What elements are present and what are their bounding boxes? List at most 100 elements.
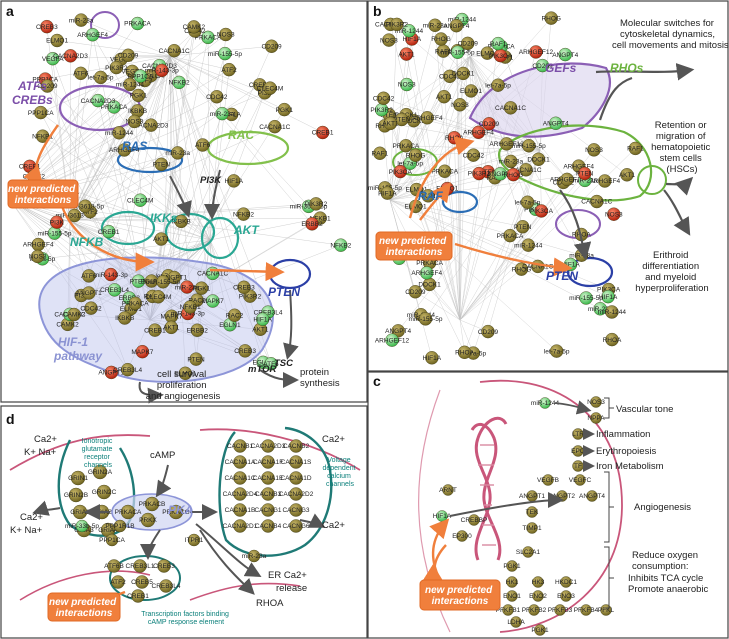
c-node-tf-text: TF [574,463,582,470]
b-node-88-text: PRKACA [393,143,420,150]
a-node-74: ATF6 [73,66,89,81]
a-node-16-marker [135,344,150,359]
b-node-3-text: ARHGEF4 [589,178,620,185]
b-node-99-marker [376,91,391,105]
a-node-98-text: HIF1A [253,316,272,323]
c-node-angpt4-text: ANGPT4 [579,493,605,500]
er-line2: release [276,583,307,594]
a-node-115-marker [187,20,201,34]
b-node-74-text: CD209 [479,121,500,128]
inhibits-label: Inhibits TCA cycle [628,573,703,584]
iron-label: Iron Metabolism [596,461,664,472]
ions-left-line2: K+ Na+ [24,447,57,458]
d-cacna-14: CACNG3 [282,503,310,517]
a-node-107: miR-155-5p [146,275,180,289]
a-node-30-marker [123,77,137,92]
a-node-69-marker [67,208,82,223]
a-node-49-text: ARHGEF4 [23,242,54,249]
c-node-eno1-text: ENO1 [503,593,521,600]
d-cacna-1-text: CACNA2D3 [251,443,286,450]
b-node-14-text: AKT1 [436,94,453,101]
a-node-118-text: CACNA1C [197,271,228,278]
ras-oval [116,146,184,174]
b-node-25-marker [420,266,434,280]
c-node-slc2a1: SLC2A1 [516,546,540,558]
a-node-89: CLEC4M [257,81,283,95]
d-cacna-15-text: CACNA2D1 [223,523,258,530]
a-node-111-marker [264,357,278,371]
a-node-61-text: HIF1A [225,178,244,185]
gefs-label: GEFs [545,61,577,75]
a-node-65-text: PGK1 [193,285,211,292]
d-other-4-marker [187,533,201,547]
d-cacna-4-marker [261,455,275,469]
b-node-18-text: HIF1A [403,36,422,43]
a-node-7-marker [268,119,282,134]
d-cacna-6-text: CACNA1C [224,475,255,482]
d-glut-2-text: GRIN2B [64,492,88,499]
b-node-60-text: miR-1244 [395,28,424,35]
a-node-50: ELMO1 [46,33,68,48]
b-node-103: PTEN [576,166,594,181]
d-arrow-ions-out [32,500,61,516]
ionotropic-line3: receptor [84,454,110,461]
a-node-85: RAC2 [226,308,244,322]
b-node-70: ARHGEF12 [489,137,524,151]
c-node-eno2-marker [532,590,544,602]
b-node-80-marker [399,47,414,61]
d-pka-2: PRKACG [162,504,190,520]
a-node-30-text: miR-1244 [116,82,145,89]
b-node-54: RHOA [603,332,622,347]
c-node-pfkfb1: PFKFB1 [496,604,521,616]
d-cacna-17: CACNG6 [282,519,310,533]
b-node-19: ANGPT4 [543,116,569,130]
b-node-57: PIK3CA [389,164,412,179]
b-node-1: CACNA1C [495,101,526,115]
a-node-66-text: ANGPT1 [76,290,102,297]
b-node-20-text: let-7a-5p [544,348,570,355]
a-node-112: PPP1CA [28,105,54,120]
b-node-9-text: RAF1 [372,150,389,157]
b-node-56: PIK3R2 [468,166,491,181]
a-node-89-text: CLEC4M [257,85,283,92]
c-node-ep300: EP300 [452,530,472,542]
d-pka-3: PRKX [139,512,158,528]
a-node-61-marker [227,174,241,188]
calcium-channel [218,426,333,557]
a-node-95: AKT1 [163,320,180,335]
a-node-19-text: NFKB2 [233,211,254,218]
d-other-4: ITPR1 [185,533,204,547]
c-node-hkdc1: HKDC1 [555,576,577,588]
b-node-65-text: miR-155-5p [512,143,546,150]
b-node-102-marker [383,116,398,131]
d-cacna-16-marker [261,519,275,533]
hif-arrow [138,381,164,404]
retention-line3: hematopoietic [651,142,710,153]
d-cacna-5-text: CACNA1S [281,459,312,466]
a-node-19-marker [236,207,251,221]
panel-a-letter: a [6,3,14,19]
a-node-28-marker [131,88,146,103]
c-node-pfkfb4-marker [580,604,592,616]
b-node-19-marker [549,116,563,130]
a-node-110: PIK3R2 [105,60,128,75]
c-node-hif1a: HIF1A [433,510,452,522]
a-node-92: NFKB1 [180,300,201,314]
b-node-82-text: miR-1244 [598,309,627,316]
c-node-pfkfb3: PFKFB3 [548,604,573,616]
panel-b-prediction-box [375,231,453,261]
b-node-70-marker [499,137,514,151]
a-node-21: AKT1 [153,232,170,246]
b-node-54-text: RHOA [603,337,622,344]
c-node-eno3: ENO3 [557,590,575,602]
d-cacna-8-text: CACNA1D [280,475,311,482]
b-node-23-text: CACNA1C [522,264,553,271]
d-cacna-10: CACNB3 [255,487,282,501]
a-node-94-text: IKBKB [128,108,147,115]
d-pka-2-marker [168,504,184,520]
b-node-37-text: PTEN [479,169,497,176]
b-node-52-text: CD209 [405,289,426,296]
a-node-8: CACNA2D3 [134,118,169,132]
d-other-0: PPP1R1B [105,519,135,533]
